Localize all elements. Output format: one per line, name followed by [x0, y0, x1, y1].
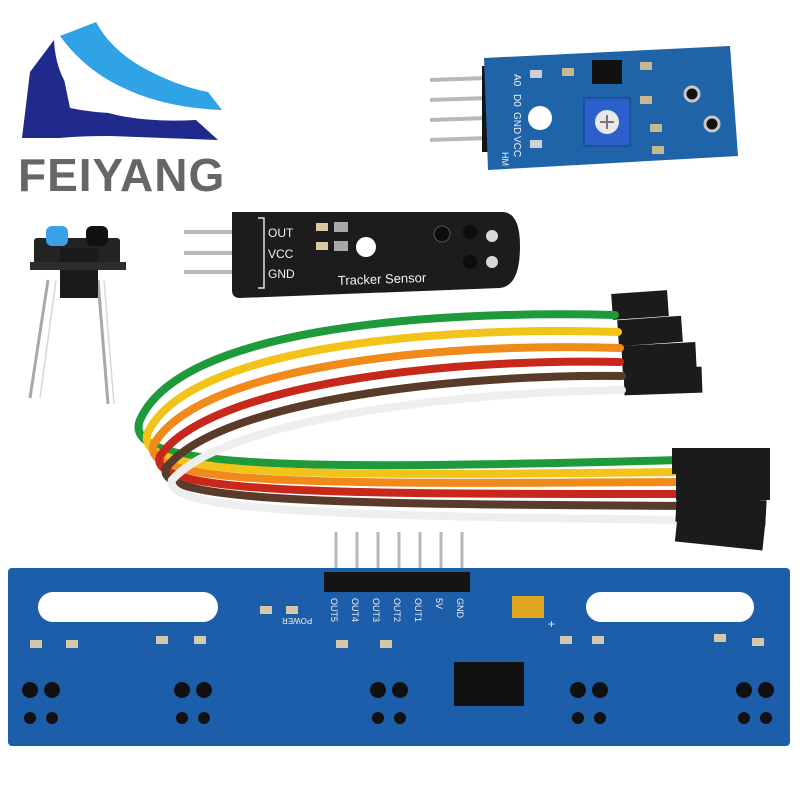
module-pin-label: GND [511, 112, 522, 134]
brand-name: FEIYANG [18, 149, 226, 201]
array-pin-label: OUT1 [413, 598, 423, 622]
array-pin-label: 5V [434, 598, 444, 609]
sensor-pads [22, 682, 774, 724]
jumper-cable-upper-connectors [611, 290, 703, 396]
tracker-pin-label: OUT [268, 226, 294, 240]
sensor-module-potentiometer: A0 D0 GND VCC HM [429, 46, 738, 170]
power-label: POWER [282, 616, 312, 625]
plus-label: + [548, 617, 555, 631]
module-side-label: HM [500, 152, 510, 166]
array-pin-label: OUT4 [350, 598, 360, 622]
jumper-cable [134, 290, 770, 551]
tracker-sensor-module: OUT VCC GND Tracker Sensor [184, 212, 520, 298]
array-pin-label: OUT5 [329, 598, 339, 622]
ir-sensor-component [28, 226, 126, 405]
jumper-cable-lower-connectors [672, 448, 770, 551]
array-pin-label: OUT3 [371, 598, 381, 622]
module-pin-label: D0 [511, 94, 522, 107]
module-pin-label: VCC [511, 136, 522, 157]
brand-logo [22, 22, 222, 140]
array-pin-label: OUT2 [392, 598, 402, 622]
tracker-pin-label: GND [268, 267, 295, 281]
array-pin-label: GND [455, 598, 465, 619]
tracker-sensor-title: Tracker Sensor [338, 270, 428, 288]
tracker-pin-label: VCC [268, 247, 294, 261]
line-array-board: OUT5 OUT4 OUT3 OUT2 OUT1 5V GND POWER + [8, 532, 790, 746]
smd-parts [30, 606, 764, 648]
module-pin-label: A0 [511, 74, 522, 87]
